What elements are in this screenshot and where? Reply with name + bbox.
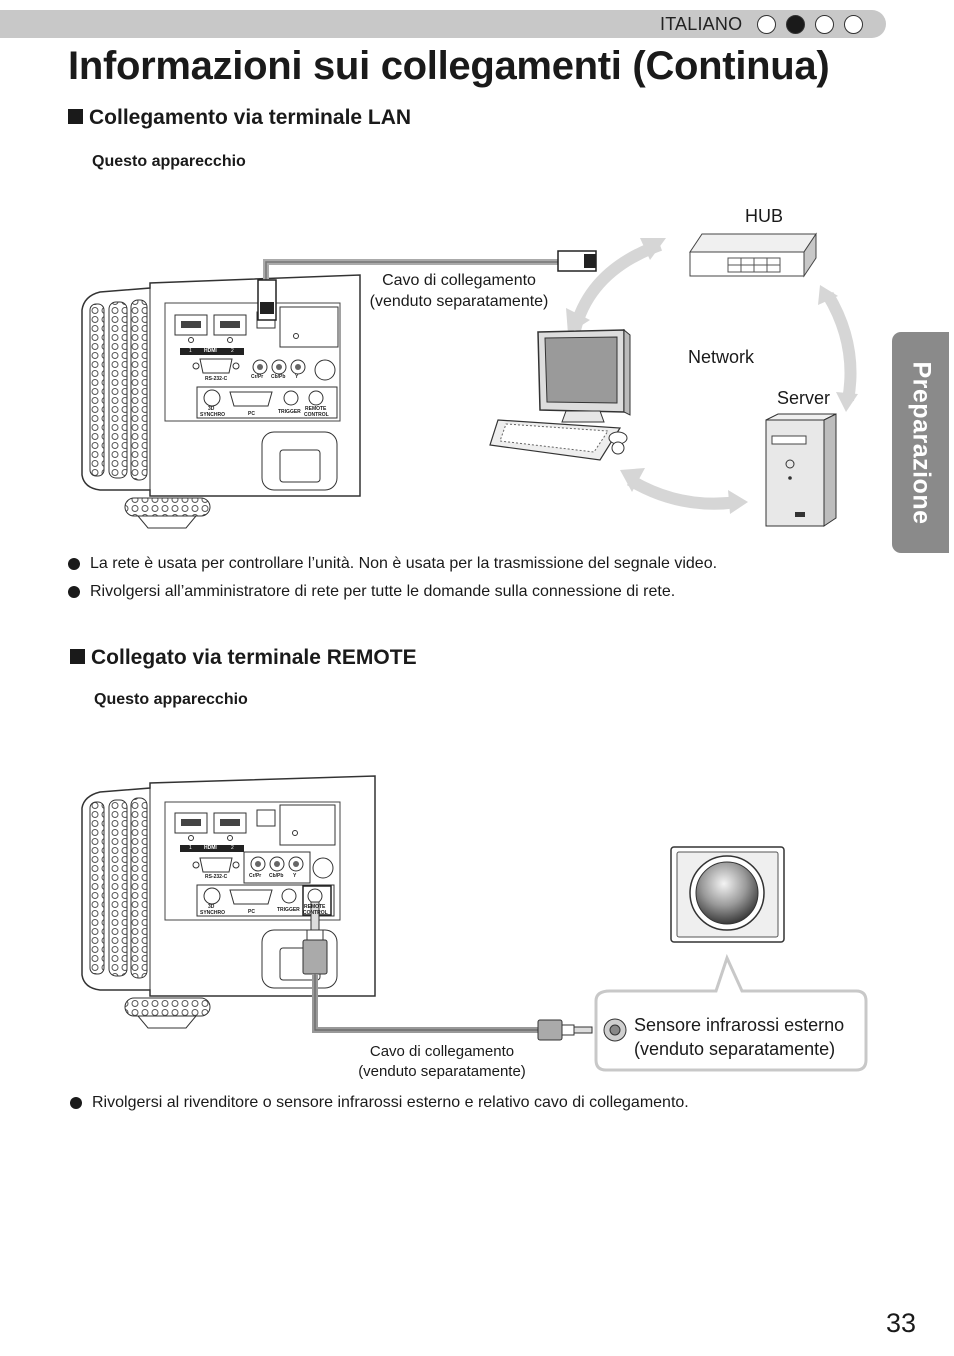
remote-cable-label-line1: Cavo di collegamento bbox=[369, 1043, 515, 1060]
hdmi-2-label: 2 bbox=[231, 348, 234, 354]
rs232c-label: RS-232-C bbox=[205, 376, 228, 382]
lan-bullet-2-text: Rivolgersi all’amministratore di rete pe… bbox=[90, 583, 676, 600]
sensor-callout bbox=[594, 953, 868, 1072]
remote-device-label: Questo apparecchio bbox=[94, 691, 248, 708]
y-label: Y bbox=[295, 374, 299, 380]
network-arrows bbox=[566, 238, 858, 514]
section-lan-heading: Collegamento via terminale LAN bbox=[68, 106, 411, 130]
lan-bullet-1-text: La rete è usata per controllare l’unità.… bbox=[90, 555, 718, 572]
page-title: Informazioni sui collegamenti (Continua) bbox=[68, 44, 830, 88]
hdmi-2-label: 2 bbox=[231, 845, 234, 851]
hdmi-label: HDMI bbox=[204, 845, 217, 851]
hdmi-1-label: 1 bbox=[189, 845, 192, 851]
hub-label: HUB bbox=[745, 206, 784, 226]
sensor-label: Sensore infrarossi esterno (venduto sepa… bbox=[634, 1013, 844, 1061]
remote-cable-icon bbox=[302, 901, 593, 1041]
synchro-label: SYNCHRO bbox=[200, 412, 226, 418]
bullet-dot-icon bbox=[70, 1097, 82, 1109]
remote-label: REMOTE bbox=[304, 904, 326, 910]
remote-label: REMOTE bbox=[305, 406, 327, 412]
square-bullet-icon bbox=[70, 649, 85, 664]
lan-device-label: Questo apparecchio bbox=[92, 153, 246, 170]
control-label: CONTROL bbox=[304, 412, 329, 418]
page-number: 33 bbox=[886, 1308, 917, 1338]
lan-cable-label: Cavo di collegamento (venduto separatame… bbox=[358, 270, 560, 312]
rs232c-label: RS-232-C bbox=[205, 874, 228, 880]
sensor-label-line2: (venduto separatamente) bbox=[634, 1039, 836, 1059]
header-bar bbox=[0, 10, 886, 38]
computer-icon bbox=[489, 328, 631, 461]
pc-label: PC bbox=[248, 909, 255, 915]
control-label: CONTROL bbox=[303, 910, 328, 916]
side-tab: Preparazione bbox=[892, 332, 949, 553]
synchro-3d-label: 3D bbox=[208, 406, 215, 412]
remote-projector-illustration bbox=[81, 775, 376, 1029]
hdmi-1-label: 1 bbox=[189, 348, 192, 354]
server-label: Server bbox=[777, 388, 831, 408]
pc-label: PC bbox=[248, 411, 255, 417]
crpr-label: Cr/Pr bbox=[251, 374, 264, 380]
sensor-label-line1: Sensore infrarossi esterno bbox=[634, 1015, 845, 1035]
lan-projector-illustration bbox=[81, 274, 361, 529]
hdmi-label: HDMI bbox=[204, 348, 217, 354]
cbpb-label: Cb/Pb bbox=[269, 873, 284, 879]
synchro-3d-label: 3D bbox=[208, 904, 215, 910]
cbpb-label: Cb/Pb bbox=[271, 374, 286, 380]
remote-bullet-1-text: Rivolgersi al rivenditore o sensore infr… bbox=[92, 1094, 689, 1111]
progress-dot-3 bbox=[815, 15, 834, 34]
bullet-dot-icon bbox=[68, 558, 80, 570]
lan-cable-label-line2: (venduto separatamente) bbox=[369, 293, 549, 310]
bullet-dot-icon bbox=[68, 586, 80, 598]
trigger-label: TRIGGER bbox=[278, 409, 301, 415]
language-label: ITALIANO bbox=[660, 14, 743, 34]
section-remote-heading: Collegato via terminale REMOTE bbox=[70, 646, 417, 670]
hub-icon bbox=[689, 232, 817, 278]
crpr-label: Cr/Pr bbox=[249, 873, 262, 879]
server-icon bbox=[765, 413, 837, 527]
square-bullet-icon bbox=[68, 109, 83, 124]
section-lan-title: Collegamento via terminale LAN bbox=[89, 106, 412, 129]
y-label: Y bbox=[293, 873, 297, 879]
lan-cable-label-line1: Cavo di collegamento bbox=[382, 272, 536, 289]
remote-cable-label: Cavo di collegamento (venduto separatame… bbox=[342, 1042, 542, 1082]
progress-dot-2-active bbox=[786, 15, 805, 34]
progress-dot-4 bbox=[844, 15, 863, 34]
network-label: Network bbox=[688, 347, 755, 367]
ir-sensor-icon bbox=[670, 846, 785, 943]
section-remote-title: Collegato via terminale REMOTE bbox=[91, 646, 417, 669]
synchro-label: SYNCHRO bbox=[200, 910, 226, 916]
trigger-label: TRIGGER bbox=[277, 907, 300, 913]
progress-dot-1 bbox=[757, 15, 776, 34]
remote-cable-label-line2: (venduto separatamente) bbox=[358, 1063, 526, 1080]
